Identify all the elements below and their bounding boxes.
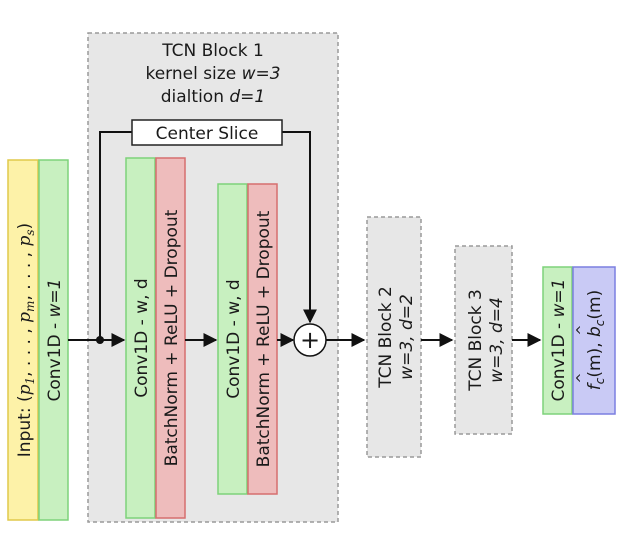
conv-a-label: Conv1D - w, d: [132, 278, 152, 397]
norm-a-label: BatchNorm + ReLU + Dropout: [162, 209, 182, 466]
center-slice-box: [131, 119, 283, 146]
tcn-block-3-box: [454, 245, 513, 435]
tcn-block-1-dilation: dialtion d=1: [161, 87, 265, 107]
norm-a-box: [155, 157, 186, 519]
input-box: [7, 159, 39, 521]
conv1d-output-box: [542, 266, 573, 415]
conv-b-label: Conv1D - w, d: [224, 279, 244, 398]
conv1d-output-label: Conv1D - w=1: [549, 279, 569, 402]
conv-b-box: [217, 183, 248, 495]
conv1d-input-box: [38, 159, 69, 521]
skip-connection-line: [99, 131, 132, 340]
tcn-block-3-params: w=3, d=4: [487, 297, 507, 383]
center-slice-label: Center Slice: [156, 124, 259, 144]
input-label: Input: (p1, . . . , pm, . . . , ps): [15, 223, 37, 457]
sum-symbol: +: [300, 326, 320, 354]
skip-connection-line-right: [282, 131, 317, 324]
output-label: fc(m), bc(m): [585, 290, 607, 390]
output-box: [572, 266, 616, 415]
tcn-block-2-title: TCN Block 2: [376, 286, 396, 389]
tcn-block-1-kernel: kernel size w=3: [145, 64, 280, 84]
output-hat-f: ^: [575, 373, 590, 384]
norm-b-label: BatchNorm + ReLU + Dropout: [254, 210, 274, 467]
conv-a-box: [125, 157, 156, 519]
tcn-block-1-title: TCN Block 1: [161, 41, 264, 61]
output-hat-b: ^: [575, 325, 590, 336]
tcn-block-2-params: w=3, d=2: [397, 294, 417, 380]
tcn-block-3-title: TCN Block 3: [466, 289, 486, 392]
tcn-block-2-box: [366, 216, 422, 458]
conv1d-input-label: Conv1D - w=1: [45, 279, 65, 402]
